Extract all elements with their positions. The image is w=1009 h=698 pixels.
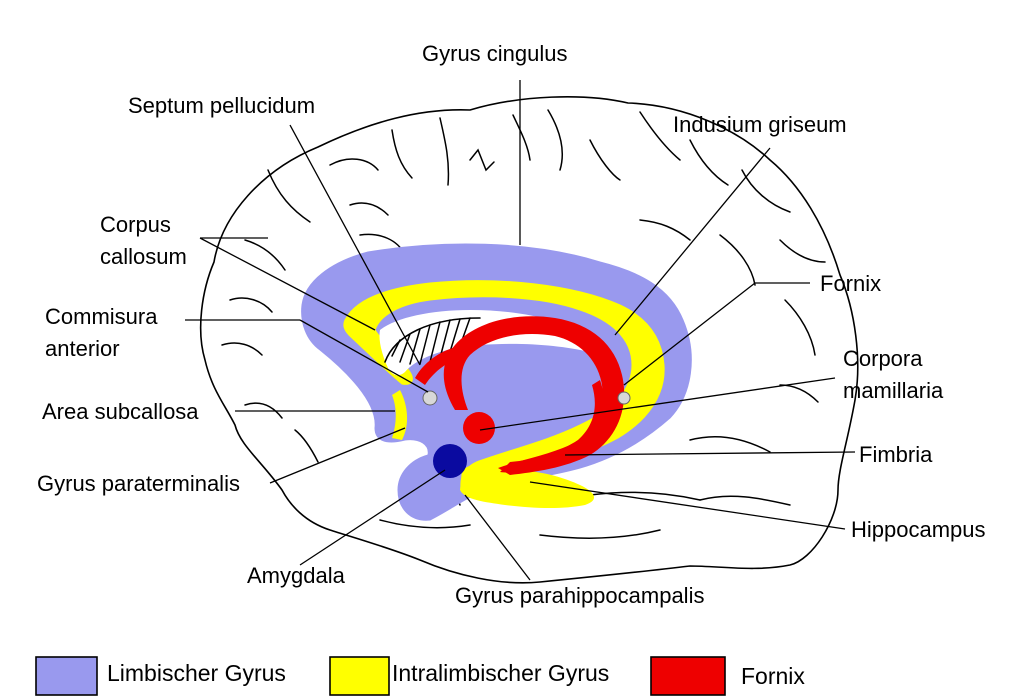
label-gyrus-cingulus: Gyrus cingulus: [422, 41, 568, 66]
legend-swatch-limbic: [36, 657, 97, 695]
label-amygdala: Amygdala: [247, 563, 346, 588]
legend-label-limbic: Limbischer Gyrus: [107, 660, 286, 686]
label-commisura-anterior-2: anterior: [45, 336, 120, 361]
label-corpora-mamillaria-2: mamillaria: [843, 378, 944, 403]
label-gyrus-parahippocampalis: Gyrus parahippocampalis: [455, 583, 704, 608]
label-indusium-griseum: Indusium griseum: [673, 112, 847, 137]
legend-label-fornix: Fornix: [741, 663, 805, 689]
label-corpora-mamillaria-1: Corpora: [843, 346, 923, 371]
label-corpus-callosum-1: Corpus: [100, 212, 171, 237]
label-fimbria: Fimbria: [859, 442, 933, 467]
legend-swatch-intralimbic: [330, 657, 389, 695]
label-septum-pellucidum: Septum pellucidum: [128, 93, 315, 118]
label-gyrus-paraterminalis: Gyrus paraterminalis: [37, 471, 240, 496]
label-corpus-callosum-2: callosum: [100, 244, 187, 269]
amygdala-ball: [433, 444, 467, 478]
legend-swatch-fornix: [651, 657, 725, 695]
label-area-subcallosa: Area subcallosa: [42, 399, 199, 424]
label-hippocampus: Hippocampus: [851, 517, 986, 542]
legend: Limbischer Gyrus Intralimbischer Gyrus F…: [36, 657, 805, 695]
legend-label-intralimbic: Intralimbischer Gyrus: [392, 660, 609, 686]
corpora-mamillaria-dot: [618, 392, 630, 404]
commisura-anterior-dot: [423, 391, 437, 405]
label-fornix: Fornix: [820, 271, 881, 296]
label-commisura-anterior-1: Commisura: [45, 304, 158, 329]
